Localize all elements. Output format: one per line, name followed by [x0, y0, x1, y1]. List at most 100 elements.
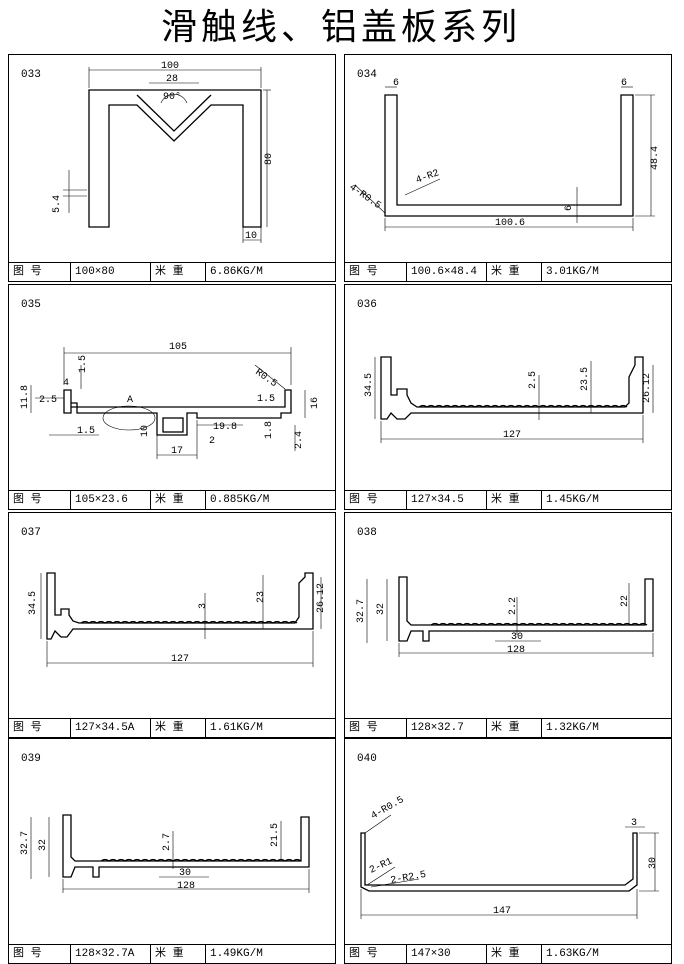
- dim-label: 2.7: [162, 833, 173, 851]
- dim-label: 100.6: [495, 218, 525, 229]
- drawing-id: 034: [357, 69, 377, 81]
- weight-label: 米 重: [151, 263, 206, 281]
- dim-label: 2.5: [39, 395, 57, 406]
- dim-label: 1.8: [264, 421, 275, 439]
- dim-label: 90°: [163, 91, 181, 103]
- weight-label: 米 重: [151, 719, 206, 737]
- panel-033: 033 100 28 90° 80 5.4 10 图 号 100×80 米 重 …: [8, 54, 336, 282]
- dim-label: R0.5: [253, 367, 279, 390]
- dim-label: 2-R1: [368, 857, 394, 877]
- dim-label: 30: [511, 632, 523, 643]
- dim-label: 4-R0.5: [370, 795, 407, 823]
- panel-036: 036 34.5 2.5 23.5 26.12 127 图 号 127×34.5…: [344, 284, 672, 510]
- profile-size: 128×32.7: [407, 719, 487, 737]
- dim-label: 2.5: [528, 371, 539, 389]
- panel-035: 035 105 1.5 4 11.8 2.5 A R0.5 1.5 16 1.5…: [8, 284, 336, 510]
- dim-label: 105: [169, 342, 187, 353]
- profile-weight: 1.63KG/M: [546, 948, 599, 960]
- profile-weight: 6.86KG/M: [210, 266, 263, 278]
- drawing-id: 038: [357, 527, 377, 539]
- panel-039: 039 32.7 32 2.7 21.5 30 128 图 号 128×32.7…: [8, 738, 336, 964]
- dim-label: 26.12: [316, 583, 327, 613]
- profile-size: 147×30: [407, 945, 487, 963]
- panel-037: 037 34.5 3 23 26.12 127 图 号 127×34.5A 米 …: [8, 512, 336, 738]
- dim-label: 32: [38, 839, 49, 851]
- drawing-no-label: 图 号: [345, 719, 407, 737]
- drawing-id: 033: [21, 69, 41, 81]
- dim-label: 2.4: [294, 431, 305, 449]
- dim-label: 80: [264, 153, 275, 165]
- weight-label: 米 重: [487, 945, 542, 963]
- weight-label: 米 重: [151, 945, 206, 963]
- dim-label: 2: [209, 436, 215, 447]
- dim-label: 23.5: [580, 367, 591, 391]
- spec-footer: 图 号 127×34.5A 米 重 1.61KG/M: [9, 718, 335, 737]
- weight-label: 米 重: [487, 719, 542, 737]
- profile-drawing-039: 32.7 32 2.7 21.5 30 128: [20, 814, 310, 893]
- drawing-no-label: 图 号: [345, 945, 407, 963]
- profile-weight: 1.45KG/M: [546, 494, 599, 506]
- dim-label: 128: [177, 881, 195, 892]
- spec-footer: 图 号 147×30 米 重 1.63KG/M: [345, 944, 671, 963]
- dim-label: 23: [256, 591, 267, 603]
- profile-weight: 3.01KG/M: [546, 266, 599, 278]
- dim-label: 127: [171, 654, 189, 665]
- dim-label: 4-R2: [415, 168, 441, 187]
- page-title: 滑触线、铝盖板系列: [160, 7, 521, 48]
- profile-size: 100.6×48.4: [407, 263, 487, 281]
- dim-label: 10: [245, 231, 257, 242]
- profile-drawing-036: 34.5 2.5 23.5 26.12 127: [364, 356, 654, 443]
- dim-label: 17: [171, 446, 183, 457]
- profile-size: 100×80: [71, 263, 151, 281]
- dim-label: 32.7: [20, 831, 31, 855]
- dim-label: 5.4: [52, 195, 63, 213]
- drawing-no-label: 图 号: [9, 719, 71, 737]
- dim-label: 19.8: [213, 422, 237, 433]
- dim-label: 32: [376, 603, 387, 615]
- weight-label: 米 重: [487, 263, 542, 281]
- dim-label: 147: [493, 906, 511, 917]
- dim-label: 6: [621, 78, 627, 89]
- dim-label: 4: [63, 378, 69, 389]
- drawing-no-label: 图 号: [9, 263, 71, 281]
- dim-label: 100: [161, 61, 179, 72]
- panel-038: 038 32.7 32 2.2 22 30 128 图 号 128×32.7 米…: [344, 512, 672, 738]
- panel-040: 040 4-R0.5 3 30 2-R1 2-R2.5 147 图 号 147×…: [344, 738, 672, 964]
- drawing-no-label: 图 号: [9, 491, 71, 509]
- dim-label: 34.5: [28, 591, 39, 615]
- dim-label: 34.5: [364, 373, 375, 397]
- dim-label: 22: [620, 595, 631, 607]
- dim-label: 30: [648, 857, 659, 869]
- spec-footer: 图 号 105×23.6 米 重 0.885KG/M: [9, 490, 335, 509]
- profile-drawing-040: 4-R0.5 3 30 2-R1 2-R2.5 147: [360, 795, 659, 919]
- profile-weight: 1.32KG/M: [546, 722, 599, 734]
- dim-label: 127: [503, 430, 521, 441]
- dim-label: 48.4: [650, 146, 661, 170]
- drawing-id: 035: [21, 299, 41, 311]
- dim-label: A: [127, 395, 133, 406]
- profile-drawing-033: 100 28 90° 80 5.4 10: [52, 61, 275, 243]
- profile-weight: 0.885KG/M: [210, 494, 270, 506]
- dim-label: 3: [631, 818, 637, 829]
- dim-label: 10: [140, 425, 151, 437]
- profile-drawing-034: 6 6 48.4 4-R2 4-R0.5 6 100.6: [347, 78, 661, 231]
- spec-footer: 图 号 128×32.7A 米 重 1.49KG/M: [9, 944, 335, 963]
- weight-label: 米 重: [487, 491, 542, 509]
- profile-size: 105×23.6: [71, 491, 151, 509]
- profile-weight: 1.49KG/M: [210, 948, 263, 960]
- drawing-no-label: 图 号: [345, 491, 407, 509]
- drawing-no-label: 图 号: [345, 263, 407, 281]
- dim-label: 6: [393, 78, 399, 89]
- drawing-no-label: 图 号: [9, 945, 71, 963]
- profile-size: 127×34.5: [407, 491, 487, 509]
- dim-label: 1.5: [77, 426, 95, 437]
- dim-label: 6: [564, 205, 575, 211]
- drawing-id: 036: [357, 299, 377, 311]
- profile-drawing-037: 34.5 3 23 26.12 127: [28, 572, 327, 667]
- panel-034: 034 6 6 48.4 4-R2 4-R0.5 6 100.6 图 号 100…: [344, 54, 672, 282]
- spec-footer: 图 号 128×32.7 米 重 1.32KG/M: [345, 718, 671, 737]
- dim-label: 11.8: [20, 385, 31, 409]
- spec-footer: 图 号 100×80 米 重 6.86KG/M: [9, 262, 335, 281]
- profile-size: 127×34.5A: [71, 719, 151, 737]
- dim-label: 30: [179, 868, 191, 879]
